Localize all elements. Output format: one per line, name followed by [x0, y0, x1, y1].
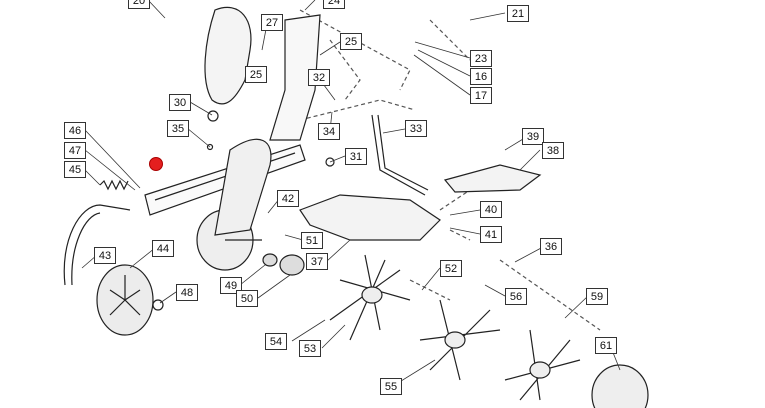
hub-cap-50 — [279, 254, 305, 276]
tine-assembly-middle — [419, 299, 501, 381]
callout-54: 54 — [265, 333, 287, 350]
callout-25: 25 — [340, 33, 362, 50]
callout-38: 38 — [542, 142, 564, 159]
callout-25b: 25 — [245, 66, 267, 83]
washer-30 — [207, 110, 219, 122]
callout-59: 59 — [586, 288, 608, 305]
callout-30: 30 — [169, 94, 191, 111]
callout-61: 61 — [595, 337, 617, 354]
callout-40: 40 — [480, 201, 502, 218]
tine-guard-right — [443, 164, 542, 193]
callout-37: 37 — [306, 253, 328, 270]
washer-31 — [325, 157, 335, 167]
tine-assembly-right — [504, 329, 581, 401]
callout-24: 24 — [323, 0, 345, 9]
transport-wheel — [591, 364, 649, 408]
wheel-bracket — [63, 204, 131, 286]
callout-20: 20 — [128, 0, 150, 9]
callout-31: 31 — [345, 148, 367, 165]
side-plate — [214, 138, 272, 236]
front-wheel-hub — [109, 275, 141, 316]
callout-35: 35 — [167, 120, 189, 137]
callout-55: 55 — [380, 378, 402, 395]
callout-17: 17 — [470, 87, 492, 104]
highlight-marker — [149, 157, 163, 171]
hub-cap-49 — [262, 253, 278, 267]
callout-34: 34 — [318, 123, 340, 140]
callout-48: 48 — [176, 284, 198, 301]
callout-46: 46 — [64, 122, 86, 139]
support-bar — [371, 114, 429, 196]
callout-42: 42 — [277, 190, 299, 207]
main-column — [269, 14, 321, 141]
callout-21: 21 — [507, 5, 529, 22]
callout-45: 45 — [64, 161, 86, 178]
bolt-35 — [206, 143, 214, 151]
callout-44: 44 — [152, 240, 174, 257]
callout-53: 53 — [299, 340, 321, 357]
callout-49: 49 — [220, 277, 242, 294]
tine-assembly-left — [329, 254, 411, 341]
callout-36: 36 — [540, 238, 562, 255]
callout-32: 32 — [308, 69, 330, 86]
callout-43: 43 — [94, 247, 116, 264]
callout-16: 16 — [470, 68, 492, 85]
callout-23: 23 — [470, 50, 492, 67]
handle-cover — [204, 6, 252, 105]
callout-33: 33 — [405, 120, 427, 137]
callout-27: 27 — [261, 14, 283, 31]
callout-51: 51 — [301, 232, 323, 249]
callout-47: 47 — [64, 142, 86, 159]
callout-50: 50 — [236, 290, 258, 307]
ring-48 — [152, 299, 164, 311]
callout-56: 56 — [505, 288, 527, 305]
callout-52: 52 — [440, 260, 462, 277]
callout-41: 41 — [480, 226, 502, 243]
spring — [99, 179, 129, 191]
tine-guard-left — [299, 194, 441, 241]
callout-39: 39 — [522, 128, 544, 145]
